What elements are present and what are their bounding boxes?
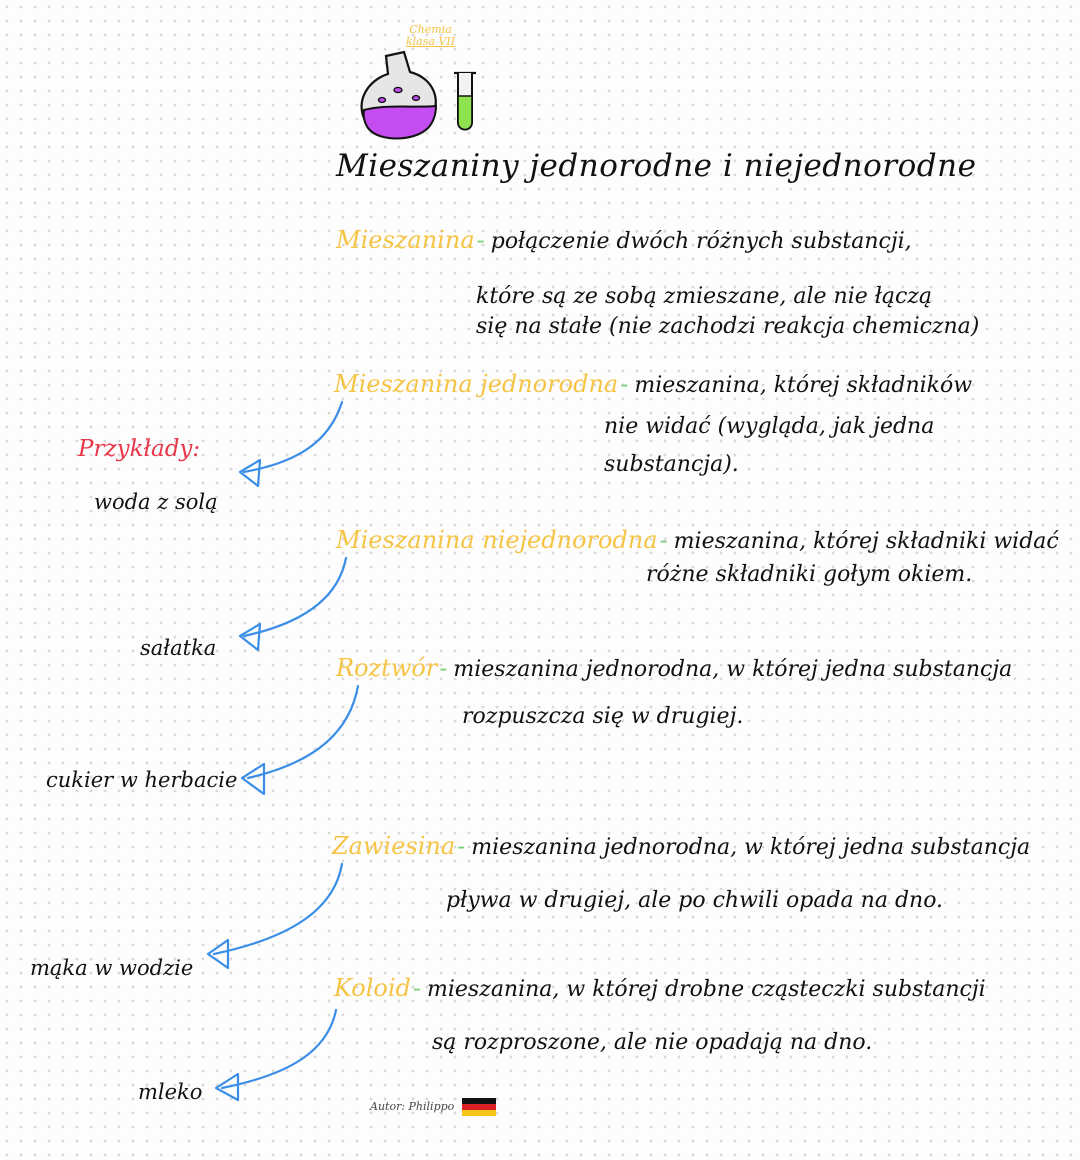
dash: -	[457, 832, 466, 860]
german-flag-icon	[462, 1098, 496, 1116]
definition-line: pływa w drugiej, ale po chwili opada na …	[446, 888, 944, 913]
term: Mieszanina niejednorodna	[336, 526, 658, 554]
term: Koloid	[334, 974, 411, 1002]
definition-line: się na stałe (nie zachodzi reakcja chemi…	[476, 314, 980, 339]
author-credit: Autor: Philippo	[370, 1100, 455, 1113]
example-maka-w-wodzie: mąka w wodzie	[30, 956, 194, 980]
definition-koloid: Koloid-mieszanina, w której drobne cząst…	[334, 974, 986, 1002]
dash: -	[620, 370, 629, 398]
arrow-icon	[214, 1008, 338, 1102]
definition-line: substancja).	[604, 452, 739, 477]
term: Zawiesina	[332, 832, 456, 860]
dash: -	[476, 226, 485, 254]
subject-line-2: klasa VII	[406, 35, 456, 48]
definition-roztwor: Roztwór-mieszanina jednorodna, w której …	[336, 654, 1012, 682]
subject-line-1: Chemia	[409, 23, 452, 36]
term: Roztwór	[336, 654, 438, 682]
test-tube-icon	[454, 71, 476, 131]
examples-heading: Przykłady:	[78, 436, 201, 462]
dash: -	[439, 654, 448, 682]
definition-line: rozpuszcza się w drugiej.	[462, 704, 744, 729]
definition-line: mieszanina jednorodna, w której jedna su…	[453, 657, 1013, 682]
definition-line: połączenie dwóch różnych substancji,	[490, 229, 912, 254]
arrow-icon	[238, 400, 344, 488]
dash: -	[659, 526, 668, 554]
flask-icon	[360, 50, 438, 140]
definition-line: mieszanina, w której drobne cząsteczki s…	[427, 977, 986, 1002]
definition-line: które są ze sobą zmieszane, ale nie łącz…	[476, 284, 933, 309]
definition-line: mieszanina jednorodna, w której jedna su…	[471, 835, 1031, 860]
term: Mieszanina jednorodna	[334, 370, 619, 398]
example-cukier-w-herbacie: cukier w herbacie	[46, 768, 238, 792]
arrow-icon	[240, 684, 360, 796]
example-salatka: sałatka	[140, 636, 217, 660]
definition-zawiesina: Zawiesina-mieszanina jednorodna, w które…	[332, 832, 1030, 860]
definition-jednorodna: Mieszanina jednorodna-mieszanina, której…	[334, 370, 972, 398]
definition-line: mieszanina, której składniki widać	[673, 529, 1059, 554]
example-mleko: mleko	[138, 1080, 203, 1104]
definition-niejednorodna: Mieszanina niejednorodna-mieszanina, któ…	[336, 526, 1059, 554]
arrow-icon	[206, 862, 344, 970]
term: Mieszanina	[336, 226, 475, 254]
definition-line: nie widać (wygląda, jak jedna	[604, 414, 935, 439]
example-woda-z-sola: woda z solą	[94, 490, 218, 514]
definition-line: mieszanina, której składników	[634, 373, 973, 398]
definition-line: są rozproszone, ale nie opadają na dno.	[432, 1030, 873, 1055]
subject-label: Chemia klasa VII	[406, 24, 455, 48]
dash: -	[412, 974, 422, 1002]
definition-mieszanina: Mieszanina-połączenie dwóch różnych subs…	[336, 226, 912, 254]
definition-line: różne składniki gołym okiem.	[646, 562, 973, 587]
page-title: Mieszaniny jednorodne i niejednorodne	[336, 148, 977, 184]
arrow-icon	[238, 556, 348, 652]
